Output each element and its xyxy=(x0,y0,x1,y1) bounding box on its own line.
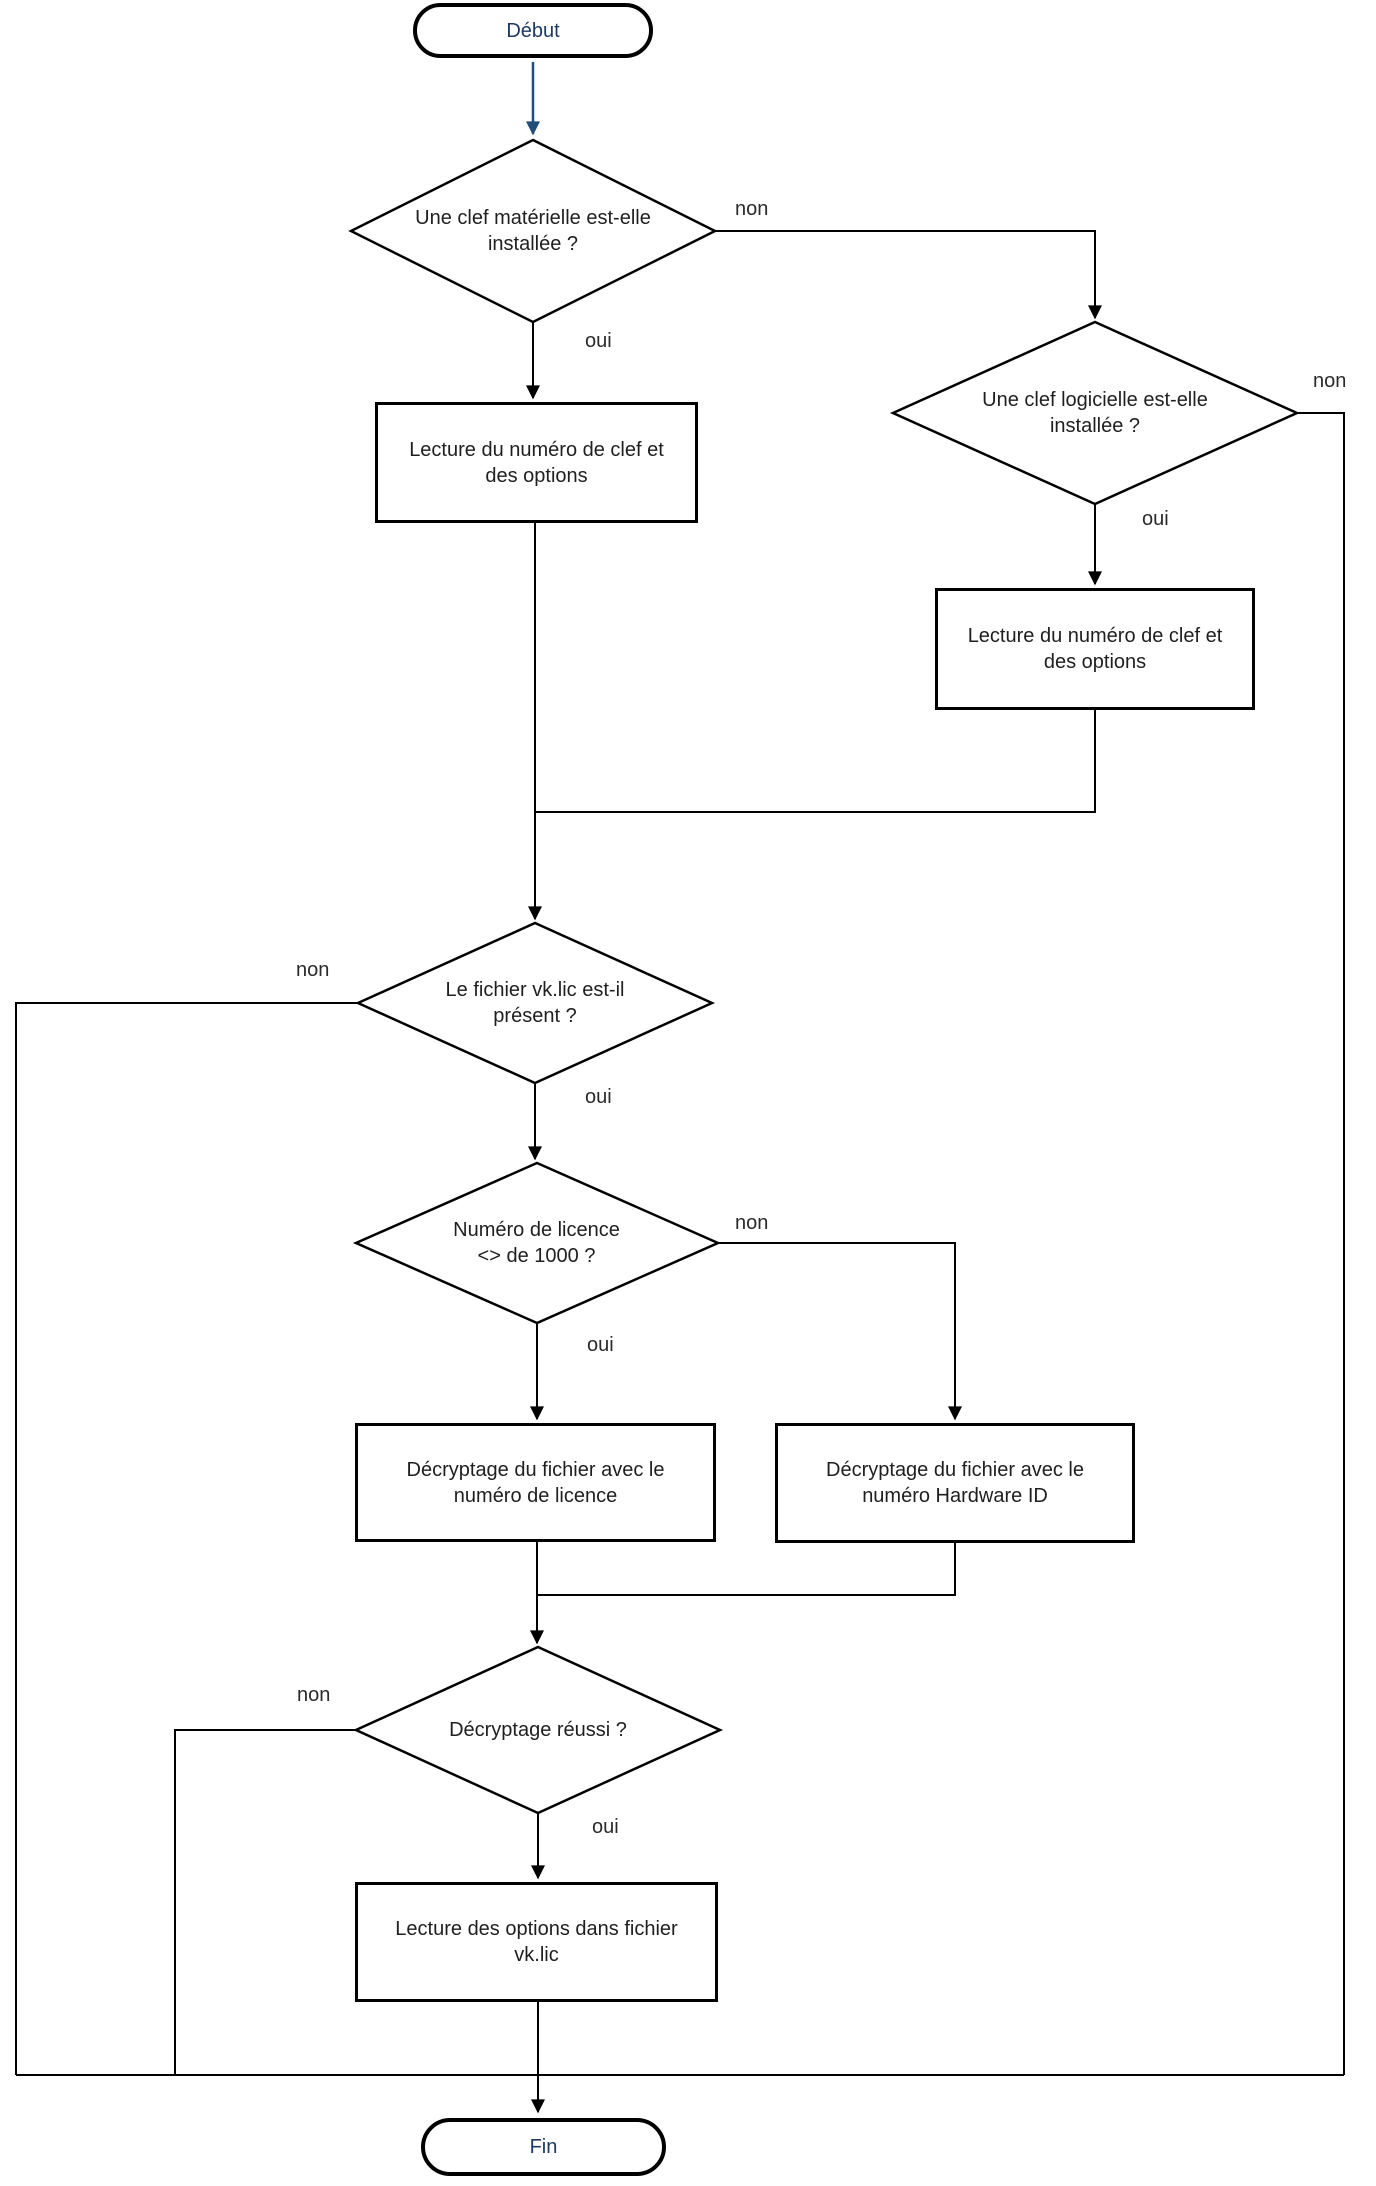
start-node-label: Début xyxy=(506,19,560,42)
decision-software-key-shape xyxy=(889,320,1301,506)
edge-success-non xyxy=(174,1729,356,2075)
process-read-key-right-label: Lecture du numéro de clef et des options xyxy=(967,625,1223,673)
start-node: Début xyxy=(413,3,653,58)
edge-label-license-non: non xyxy=(735,1212,769,1234)
process-read-key-left: Lecture du numéro de clef et des options xyxy=(375,402,698,523)
process-read-key-right: Lecture du numéro de clef et des options xyxy=(935,588,1255,710)
decision-hardware-key-shape xyxy=(348,138,718,324)
edge-label-hardware-non: non xyxy=(735,198,769,220)
process-read-options-label: Lecture des options dans fichier vk.lic xyxy=(395,1918,678,1966)
edge-label-success-oui: oui xyxy=(592,1816,619,1838)
edge-readkey-right-merge xyxy=(535,710,1096,813)
edge-label-vklic-oui: oui xyxy=(585,1086,612,1108)
edge-label-success-non: non xyxy=(297,1684,331,1706)
edge-license-non xyxy=(718,1242,962,1421)
edge-label-software-oui: oui xyxy=(1142,508,1169,530)
edge-label-vklic-non: non xyxy=(296,959,330,981)
edge-label-software-non: non xyxy=(1313,370,1347,392)
process-decrypt-hwid: Décryptage du fichier avec le numéro Har… xyxy=(775,1423,1135,1543)
decision-vklic-present-shape xyxy=(354,921,716,1085)
process-read-key-left-label: Lecture du numéro de clef et des options xyxy=(409,438,664,487)
decision-license-number-shape xyxy=(352,1161,722,1325)
edge-decrypt-hwid-merge xyxy=(537,1543,956,1596)
process-read-options: Lecture des options dans fichier vk.lic xyxy=(355,1882,718,2002)
edge-label-license-oui: oui xyxy=(587,1334,614,1356)
decision-decrypt-success-shape xyxy=(352,1645,724,1815)
edge-vklic-non xyxy=(15,1002,358,2075)
edge-label-hardware-oui: oui xyxy=(585,330,612,352)
end-node: Fin xyxy=(421,2118,666,2176)
process-decrypt-license: Décryptage du fichier avec le numéro de … xyxy=(355,1423,716,1542)
process-decrypt-hwid-label: Décryptage du fichier avec le numéro Har… xyxy=(826,1459,1084,1507)
edge-software-non xyxy=(1297,412,1345,2075)
edge-hardware-non xyxy=(715,230,1102,320)
end-node-label: Fin xyxy=(529,2136,558,2158)
process-decrypt-license-label: Décryptage du fichier avec le numéro de … xyxy=(406,1458,665,1507)
